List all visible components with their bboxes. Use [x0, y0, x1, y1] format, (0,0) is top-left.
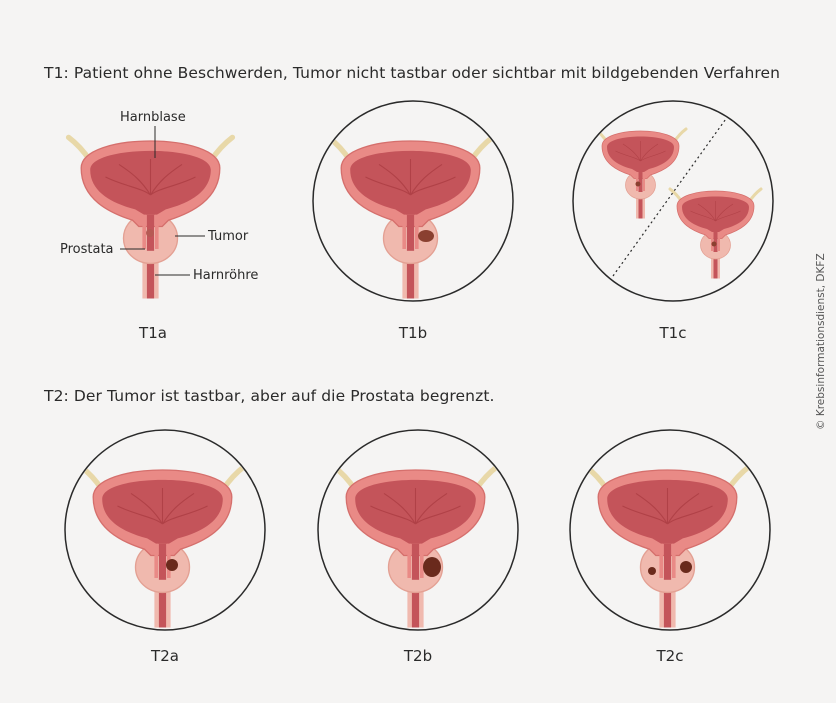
annotation-prostata: Prostata	[60, 242, 114, 257]
t1c-illustration	[568, 96, 778, 306]
frame-circle	[572, 100, 774, 302]
annotation-tumor: Tumor	[208, 229, 249, 244]
t1-heading: T1: Patient ohne Beschwerden, Tumor nich…	[44, 64, 781, 82]
annotation-harnroehre: Harnröhre	[193, 268, 259, 283]
t1b-illustration	[308, 96, 518, 306]
t2a-illustration	[60, 425, 270, 635]
frame-circle	[312, 100, 514, 302]
frame-circle	[317, 429, 519, 631]
frame-circle	[569, 429, 771, 631]
stage-label-t1c: T1c	[659, 324, 687, 342]
t2-heading: T2: Der Tumor ist tastbar, aber auf die …	[44, 387, 495, 405]
tumor-mark-right	[680, 561, 692, 573]
t2c-illustration	[565, 425, 775, 635]
frame-circle	[64, 429, 266, 631]
stage-label-t1b: T1b	[398, 324, 428, 342]
tumor-dot	[146, 229, 154, 237]
tumor-mark-left	[648, 567, 656, 575]
tumor-mark	[166, 559, 178, 571]
tumor-mark	[418, 230, 434, 242]
t2b-illustration	[313, 425, 523, 635]
stage-label-t2b: T2b	[403, 647, 433, 665]
annotation-harnblase: Harnblase	[120, 110, 186, 125]
t1a-illustration	[48, 96, 258, 306]
stage-label-t2c: T2c	[656, 647, 684, 665]
tumor-mark	[423, 557, 441, 577]
stage-label-t2a: T2a	[151, 647, 179, 665]
stage-label-t1a: T1a	[139, 324, 167, 342]
copyright-credit: © Krebsinformationsdienst, DKFZ	[815, 253, 827, 430]
